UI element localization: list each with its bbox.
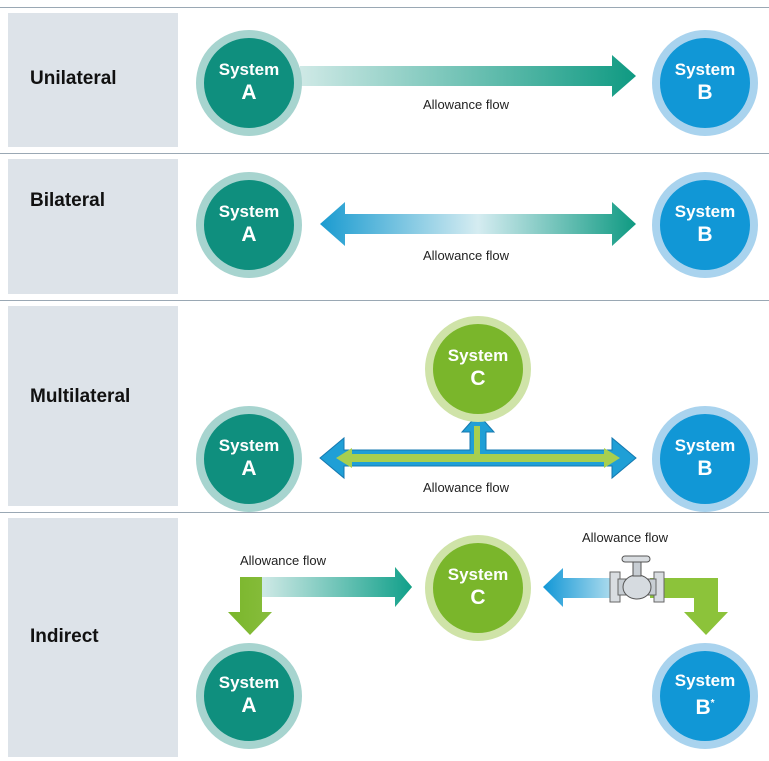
system-label: System bbox=[218, 673, 280, 692]
system-label: System bbox=[674, 671, 736, 690]
system-b-node-bilateral: System B bbox=[652, 172, 758, 278]
system-label: System bbox=[674, 60, 736, 79]
system-label: System bbox=[674, 202, 736, 221]
system-letter: B bbox=[697, 81, 713, 104]
system-c-node-indirect: System C bbox=[425, 535, 531, 641]
system-a-node-multilateral: System A bbox=[196, 406, 302, 512]
row-label-box-unilateral bbox=[8, 13, 178, 147]
system-letter: C bbox=[470, 586, 486, 609]
separator-2 bbox=[0, 300, 769, 301]
valve-icon bbox=[609, 555, 665, 603]
system-letter: A bbox=[241, 694, 257, 717]
system-label: System bbox=[218, 202, 280, 221]
system-b-node-indirect: System B* bbox=[652, 643, 758, 749]
separator-3 bbox=[0, 512, 769, 513]
indirect-right-arrow-to-c bbox=[543, 568, 620, 607]
system-a-node-unilateral: System A bbox=[196, 30, 302, 136]
row-label-box-multilateral bbox=[8, 306, 178, 506]
row-label-multilateral: Multilateral bbox=[30, 386, 131, 407]
system-b-node-multilateral: System B bbox=[652, 406, 758, 512]
system-letter: A bbox=[241, 81, 257, 104]
system-label: System bbox=[447, 565, 509, 584]
flow-label-indirect-right: Allowance flow bbox=[582, 530, 668, 545]
separator-top bbox=[0, 7, 769, 8]
system-letter: B bbox=[697, 223, 713, 246]
row-label-box-bilateral bbox=[8, 159, 178, 294]
unilateral-arrow bbox=[300, 55, 636, 97]
indirect-left-arrow bbox=[228, 567, 412, 635]
row-label-unilateral: Unilateral bbox=[30, 68, 117, 89]
flow-label-indirect-left: Allowance flow bbox=[240, 553, 326, 568]
system-label: System bbox=[447, 346, 509, 365]
row-label-indirect: Indirect bbox=[30, 626, 99, 647]
flow-label-multilateral: Allowance flow bbox=[423, 480, 509, 495]
system-label: System bbox=[674, 436, 736, 455]
system-letter: C bbox=[470, 367, 486, 390]
flow-label-bilateral: Allowance flow bbox=[423, 248, 509, 263]
system-label: System bbox=[218, 60, 280, 79]
bilateral-arrow bbox=[320, 202, 636, 246]
system-a-node-bilateral: System A bbox=[196, 172, 302, 278]
system-a-node-indirect: System A bbox=[196, 643, 302, 749]
multilateral-arrow bbox=[319, 413, 637, 480]
system-letter: B* bbox=[695, 691, 714, 721]
system-b-node-unilateral: System B bbox=[652, 30, 758, 136]
separator-1 bbox=[0, 153, 769, 154]
system-letter: B bbox=[697, 457, 713, 480]
flow-label-unilateral: Allowance flow bbox=[423, 97, 509, 112]
footnote-mark: * bbox=[710, 698, 715, 709]
system-letter: A bbox=[241, 457, 257, 480]
row-label-bilateral: Bilateral bbox=[30, 190, 105, 211]
system-letter-b: B bbox=[695, 696, 711, 719]
system-letter: A bbox=[241, 223, 257, 246]
system-label: System bbox=[218, 436, 280, 455]
system-c-node-multilateral: System C bbox=[425, 316, 531, 422]
indirect-right-arrow-to-b bbox=[650, 578, 728, 635]
row-label-box-indirect bbox=[8, 518, 178, 757]
